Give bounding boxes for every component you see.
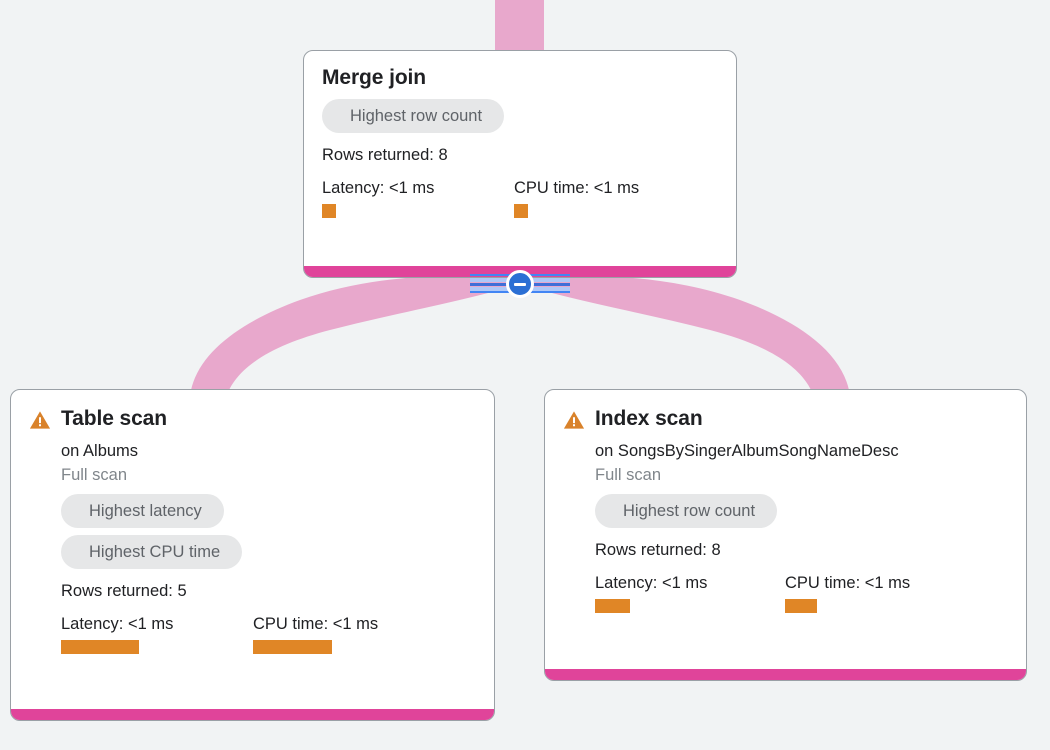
- badge-highest-row-count[interactable]: Highest row count: [595, 494, 778, 528]
- metrics-row: Latency: <1 ms CPU time: <1 ms: [595, 573, 910, 613]
- node-title: Index scan: [595, 407, 703, 430]
- metric-latency-label: Latency: <1 ms: [595, 574, 708, 592]
- node-title: Table scan: [61, 407, 167, 430]
- node-title-row: Merge join: [322, 65, 718, 91]
- edge-merge-join-to-index-scan: [521, 276, 849, 390]
- minus-glyph: [514, 283, 526, 286]
- metric-latency: Latency: <1 ms: [595, 573, 785, 613]
- node-body: Merge join Highest row count Rows return…: [304, 51, 736, 266]
- badge-list: Highest row count: [595, 494, 910, 535]
- rule-line: [470, 274, 512, 276]
- collapse-control: [470, 270, 570, 298]
- node-accent-bar: [545, 669, 1026, 680]
- node-body: Index scan on SongsBySingerAlbumSongName…: [545, 390, 1026, 669]
- metric-cpu: CPU time: <1 ms: [514, 178, 639, 218]
- rows-returned: Rows returned: 5: [61, 582, 187, 600]
- node-title: Merge join: [322, 66, 427, 89]
- rule-line: [470, 283, 512, 286]
- metrics-row: Latency: <1 ms CPU time: <1 ms: [61, 614, 378, 654]
- node-heading-block: Index scan on SongsBySingerAlbumSongName…: [595, 406, 910, 613]
- metrics-row: Latency: <1 ms CPU time: <1 ms: [322, 178, 718, 218]
- metric-latency-bar: [61, 640, 139, 654]
- connector-rule-right: [528, 274, 570, 293]
- rule-line: [528, 283, 570, 286]
- node-target: on SongsBySingerAlbumSongNameDesc: [595, 442, 899, 460]
- node-target: on Albums: [61, 442, 139, 460]
- plan-node-table-scan[interactable]: Table scan on Albums Full scan Highest l…: [10, 389, 495, 721]
- connector-rule-left: [470, 274, 512, 293]
- metric-latency-label: Latency: <1 ms: [61, 615, 174, 633]
- metric-latency-bar: [595, 599, 630, 613]
- rule-line: [528, 278, 570, 282]
- rule-line: [528, 291, 570, 293]
- minus-circle-icon[interactable]: [506, 270, 534, 298]
- plan-node-merge-join[interactable]: Merge join Highest row count Rows return…: [303, 50, 737, 278]
- node-body: Table scan on Albums Full scan Highest l…: [11, 390, 494, 709]
- metric-cpu: CPU time: <1 ms: [253, 614, 378, 654]
- node-title-row: Table scan on Albums Full scan Highest l…: [29, 406, 476, 654]
- rule-line: [528, 287, 570, 291]
- warning-triangle-icon: [563, 411, 585, 429]
- node-title-row: Index scan on SongsBySingerAlbumSongName…: [563, 406, 1008, 613]
- metric-cpu-label: CPU time: <1 ms: [253, 615, 379, 633]
- metric-cpu-bar: [785, 599, 817, 613]
- rule-line: [470, 291, 512, 293]
- metric-latency-bar: [322, 204, 336, 218]
- metric-cpu-label: CPU time: <1 ms: [785, 574, 911, 592]
- edge-merge-join-to-table-scan: [191, 276, 519, 390]
- badge-list: Highest latency Highest CPU time: [61, 494, 378, 576]
- badge-highest-row-count[interactable]: Highest row count: [322, 99, 505, 133]
- rule-line: [470, 278, 512, 282]
- edge-parent-to-merge-join: [495, 0, 544, 52]
- metric-latency: Latency: <1 ms: [322, 178, 514, 218]
- node-accent-bar: [11, 709, 494, 720]
- metric-cpu-bar: [514, 204, 528, 218]
- node-heading-block: Table scan on Albums Full scan Highest l…: [61, 406, 378, 654]
- rows-returned: Rows returned: 8: [322, 146, 448, 164]
- node-scan-type: Full scan: [595, 466, 662, 484]
- plan-node-index-scan[interactable]: Index scan on SongsBySingerAlbumSongName…: [544, 389, 1027, 681]
- badge-highest-latency[interactable]: Highest latency: [61, 494, 224, 528]
- badge-list: Highest row count: [322, 99, 718, 140]
- metric-cpu: CPU time: <1 ms: [785, 573, 910, 613]
- metric-latency: Latency: <1 ms: [61, 614, 253, 654]
- badge-highest-cpu-time[interactable]: Highest CPU time: [61, 535, 243, 569]
- metric-cpu-bar: [253, 640, 332, 654]
- rule-line: [470, 287, 512, 291]
- node-scan-type: Full scan: [61, 466, 128, 484]
- rule-line: [528, 274, 570, 276]
- metric-cpu-label: CPU time: <1 ms: [514, 179, 640, 197]
- rows-returned: Rows returned: 8: [595, 541, 721, 559]
- warning-triangle-icon: [29, 411, 51, 429]
- metric-latency-label: Latency: <1 ms: [322, 179, 435, 197]
